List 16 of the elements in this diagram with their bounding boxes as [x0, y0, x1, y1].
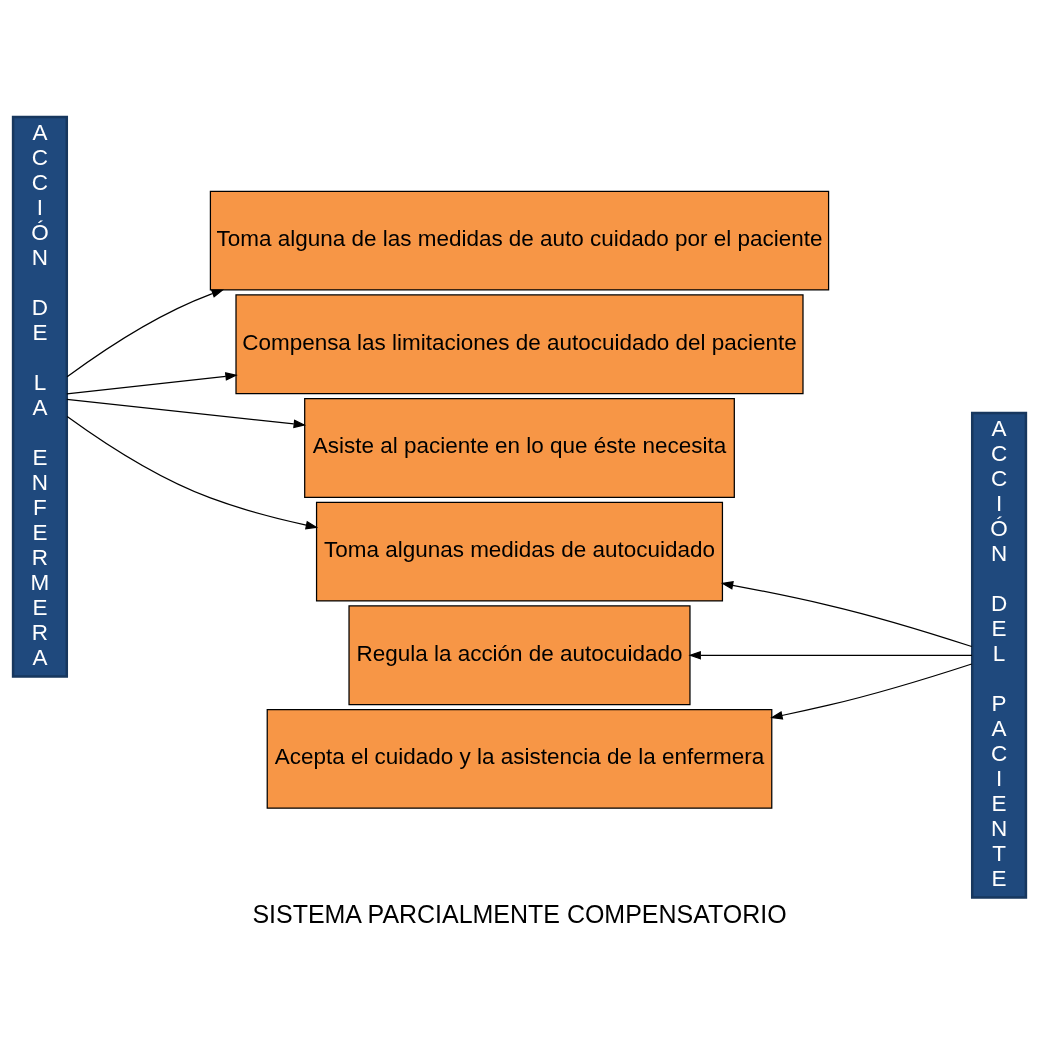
- caption: SISTEMA PARCIALMENTE COMPENSATORIO: [252, 899, 787, 928]
- arrow: [720, 581, 973, 648]
- arrow: [66, 415, 319, 530]
- arrow: [688, 650, 973, 660]
- arrow: [66, 289, 225, 378]
- node-box: Regula la acción de autocuidado: [348, 605, 691, 706]
- node-box: Toma algunas medidas de autocuidado: [315, 501, 724, 602]
- node-box: ACCIÓN DE LA ENFERMERA: [11, 115, 69, 678]
- node-box: Compensa las limitaciones de autocuidado del paciente: [235, 294, 804, 395]
- arrow: [66, 372, 238, 395]
- node-box: Toma alguna de las medidas de auto cuidado por el paciente: [209, 190, 830, 291]
- node-box: Asiste al paciente en lo que éste necesita: [304, 398, 735, 498]
- arrow: [770, 663, 973, 720]
- arrow: [66, 398, 307, 429]
- node-box: ACCIÓN DEL PACIENTE: [970, 411, 1028, 899]
- node-box: Acepta el cuidado y la asistencia de la enfermera: [266, 708, 773, 809]
